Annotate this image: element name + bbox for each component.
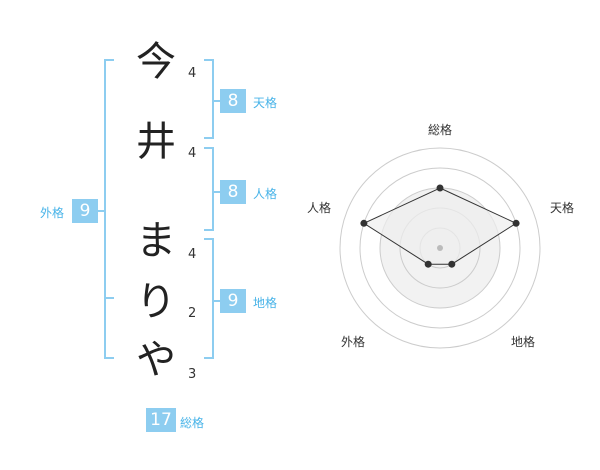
tenkaku-label: 天格: [253, 96, 278, 110]
name-char-1: 今: [136, 39, 176, 85]
radar-axis-label-soukaku: 総格: [428, 123, 453, 137]
chikaku-bracket: [204, 238, 214, 359]
radar-axis-label-chikaku: 地格: [511, 335, 536, 349]
soukaku-label: 総格: [180, 416, 205, 430]
jinkaku-bracket: [204, 147, 214, 231]
stroke-count-5: 3: [188, 367, 197, 382]
gaikaku-bracket: [104, 59, 114, 359]
radar-data-polygon: [362, 187, 518, 265]
jinkaku-label: 人格: [253, 187, 278, 201]
radar-point-soukaku: [436, 184, 444, 192]
stroke-count-2: 4: [188, 146, 197, 161]
stroke-count-3: 4: [188, 247, 197, 262]
tenkaku-bracket: [204, 59, 214, 139]
name-char-4: り: [136, 279, 176, 325]
radar-axis-label-tenkaku: 天格: [550, 201, 575, 215]
name-char-5: や: [136, 337, 176, 383]
stroke-count-1: 4: [188, 66, 197, 81]
chikaku-label: 地格: [253, 296, 278, 310]
radar-point-tenkaku: [512, 219, 520, 227]
jinkaku-value-badge: 8: [220, 180, 246, 204]
gaikaku-value-badge: 9: [72, 199, 98, 223]
stroke-count-4: 2: [188, 306, 197, 321]
name-char-3: ま: [136, 218, 176, 264]
gaikaku-label: 外格: [40, 206, 65, 220]
radar-point-jinkaku: [360, 219, 368, 227]
tenkaku-value-badge: 8: [220, 89, 246, 113]
radar-point-chikaku: [448, 260, 456, 268]
soukaku-value-badge: 17: [146, 408, 176, 432]
radar-point-gaikaku: [424, 260, 432, 268]
name-char-2: 井: [136, 119, 176, 165]
radar-axis-label-jinkaku: 人格: [307, 201, 332, 215]
chikaku-value-badge: 9: [220, 289, 246, 313]
radar-axis-label-gaikaku: 外格: [341, 335, 366, 349]
radar-center-dot: [437, 245, 443, 251]
